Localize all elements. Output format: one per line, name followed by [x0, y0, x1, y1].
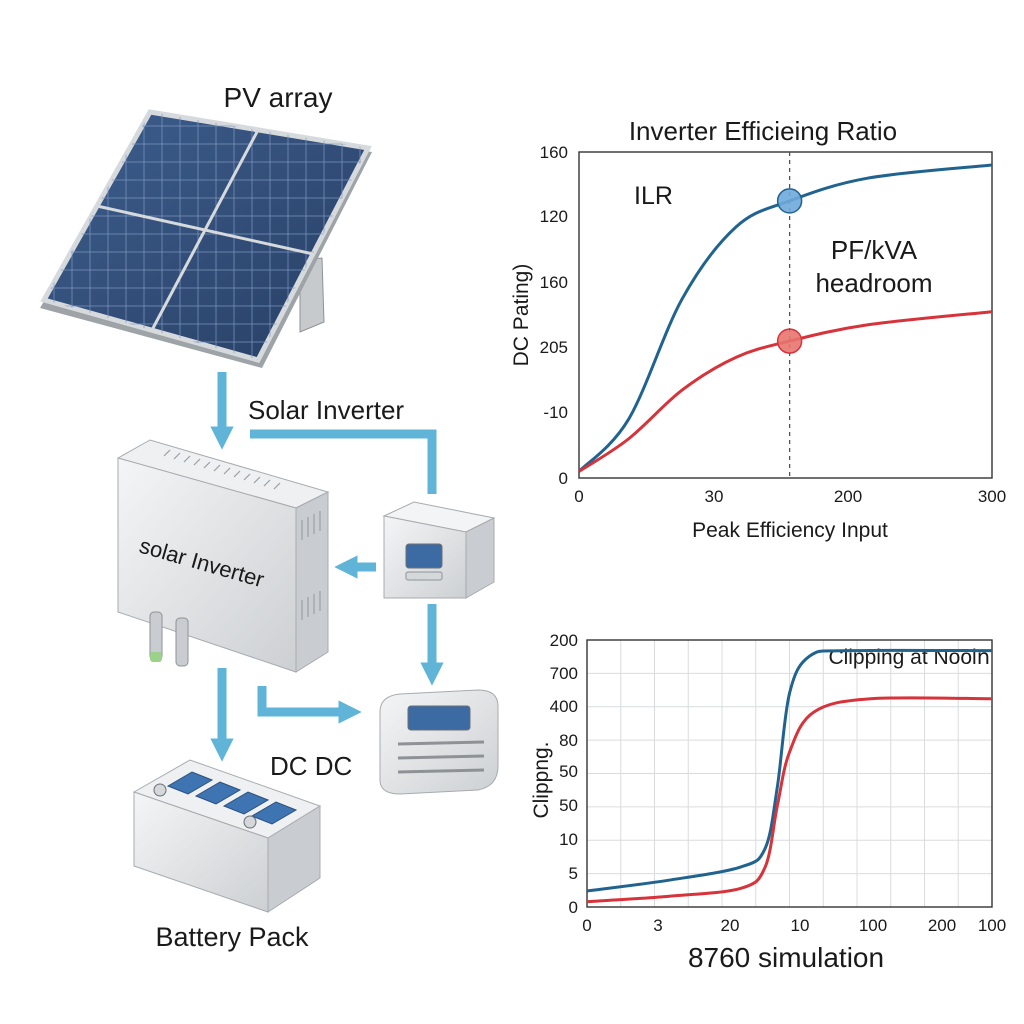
solar-inverter-label: Solar Inverter [248, 395, 404, 425]
chart1-annotation-pfkva: PF/kVA [831, 235, 918, 265]
battery-pack-label: Battery Pack [155, 922, 309, 952]
chart2-y-ticks: 0 5 10 50 50 80 400 700 200 [550, 631, 578, 917]
battery-icon [132, 759, 322, 913]
chart2-y-tick: 5 [569, 864, 578, 883]
chart2-y-tick: 80 [559, 731, 578, 750]
chart2-series [586, 648, 993, 904]
chart1-highlight-point-1 [776, 188, 803, 214]
chart2-x-tick: 10 [791, 916, 810, 935]
pv-array-label: PV array [224, 82, 333, 113]
flow-arrows [210, 372, 444, 762]
arrow-pv-to-meter [250, 429, 437, 494]
chart1-annotation-ilr: ILR [634, 182, 673, 210]
chart2-x-ticks: 0 3 20 10 100 200 100 [582, 916, 1006, 935]
chart1-y-tick: -10 [543, 403, 568, 422]
chart1-highlight-point-2 [776, 328, 803, 354]
chart2-y-tick: 50 [559, 796, 578, 815]
diagram: PV array Solar Inverter [40, 82, 499, 952]
chart2-y-label: Clippng. [530, 741, 553, 818]
chart1-x-label: Peak Efficiency Input [692, 519, 888, 542]
chart2-x-tick: 100 [978, 916, 1006, 935]
chart1-y-tick: 120 [540, 207, 568, 226]
chart2-x-tick: 3 [653, 916, 662, 935]
chart1-y-tick: 160 [540, 273, 568, 292]
chart2-x-tick: 20 [721, 916, 740, 935]
arrow-inverter-to-dcdc [257, 686, 362, 724]
dc-dc-converter-icon [379, 689, 499, 795]
chart1-y-label: DC Pating) [510, 264, 533, 367]
chart1-x-tick: 200 [834, 487, 862, 506]
chart2-plot-area [586, 639, 993, 908]
chart2-y-tick: 200 [550, 631, 578, 650]
chart1-y-tick: 160 [540, 143, 568, 162]
chart-clipping: Clipping at Noolո 0 5 10 50 50 80 400 70… [530, 631, 1006, 973]
chart1-x-tick: 300 [978, 487, 1006, 506]
chart2-grid [587, 640, 992, 907]
chart2-x-tick: 0 [582, 916, 591, 935]
chart1-series-line-1 [577, 163, 993, 473]
chart1-plot-area [578, 151, 993, 479]
meter-icon [382, 501, 496, 599]
chart2-y-tick: 400 [550, 697, 578, 716]
chart2-series-line-2 [586, 696, 993, 904]
chart2-x-tick: 200 [928, 916, 956, 935]
chart2-x-tick: 100 [859, 916, 887, 935]
dc-dc-label: DC DC [270, 751, 352, 781]
chart2-y-tick: 0 [569, 898, 578, 917]
inverter-box-icon [116, 439, 330, 673]
chart2-x-label: 8760 simulation [688, 942, 884, 973]
chart-efficiency: Inverter Efficieing Ratio 0 -10 205 160 … [510, 116, 1006, 542]
chart1-y-ticks: 0 -10 205 160 120 160 [540, 143, 568, 488]
chart1-x-tick: 0 [574, 487, 583, 506]
chart2-y-tick: 10 [559, 830, 578, 849]
chart2-series-line-1 [586, 648, 993, 893]
chart2-y-tick: 700 [550, 664, 578, 683]
chart1-series [577, 163, 993, 473]
chart2-y-tick: 50 [559, 762, 578, 781]
chart1-y-tick: 205 [540, 338, 568, 357]
chart1-x-tick: 30 [705, 487, 724, 506]
chart1-y-tick: 0 [559, 469, 568, 488]
chart1-series-line-2 [578, 310, 993, 473]
chart1-annotation-headroom: headroom [815, 268, 932, 298]
chart1-x-ticks: 0 30 200 300 [574, 487, 1006, 506]
solar-panel-icon [40, 109, 372, 368]
chart1-title: Inverter Efficieing Ratio [629, 116, 897, 146]
